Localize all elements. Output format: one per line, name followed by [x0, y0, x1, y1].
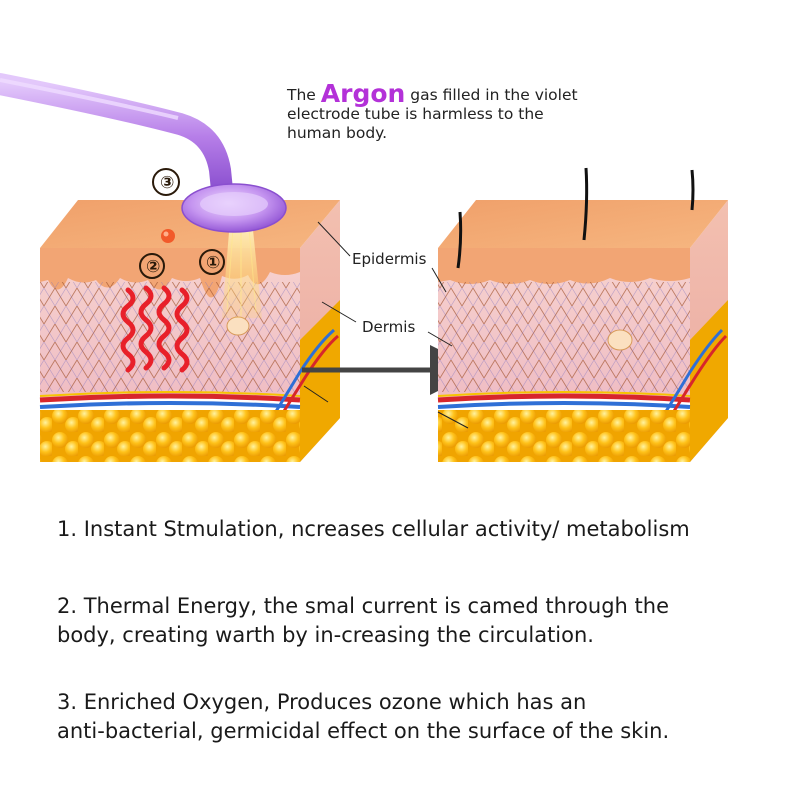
benefit-item-1: 1. Instant Stmulation, ncreases cellular… — [57, 515, 757, 544]
skin-block-before — [39, 200, 340, 462]
benefit-3-line-2: anti-bacterial, germicidal effect on the… — [57, 719, 670, 743]
skin-block-after — [437, 167, 728, 462]
heat-waves — [120, 285, 190, 373]
caption-line1-rest: gas filled in the violet — [410, 86, 578, 104]
caption-highlight: Argon — [320, 79, 406, 108]
hair-3 — [456, 211, 463, 269]
block-top-face-after — [438, 200, 728, 248]
marker-1: ① — [199, 249, 225, 275]
electrode-tube — [0, 73, 287, 233]
caption-line-1: The Argon gas filled in the violet — [287, 81, 647, 106]
benefit-1-line-1: 1. Instant Stmulation, ncreases cellular… — [57, 517, 690, 541]
ozone-dot — [161, 229, 175, 243]
marker-3: ③ — [152, 168, 180, 196]
epidermis-layer-after — [438, 248, 690, 284]
label-dermis: Dermis — [362, 318, 415, 336]
benefit-item-3: 3. Enriched Oxygen, Produces ozone which… — [57, 688, 757, 746]
label-epidermis: Epidermis — [352, 250, 427, 268]
skin-diagram: ① ② ③ — [0, 73, 728, 462]
marker-1-text: ① — [206, 253, 220, 273]
marker-3-text: ③ — [160, 173, 174, 193]
argon-caption: The Argon gas filled in the violet elect… — [287, 81, 647, 143]
hair-2 — [690, 169, 695, 211]
hair-1 — [582, 167, 589, 241]
benefit-2-line-1: 2. Thermal Energy, the smal current is c… — [57, 594, 669, 618]
marker-2-text: ② — [146, 257, 160, 277]
caption-line-2: electrode tube is harmless to the — [287, 105, 544, 123]
caption-line-3: human body. — [287, 124, 388, 142]
benefit-item-2: 2. Thermal Energy, the smal current is c… — [57, 592, 757, 650]
benefit-3-line-1: 3. Enriched Oxygen, Produces ozone which… — [57, 690, 587, 714]
benefit-2-line-2: body, creating warth by in-creasing the … — [57, 623, 594, 647]
marker-2: ② — [139, 253, 165, 279]
caption-prefix: The — [287, 86, 316, 104]
